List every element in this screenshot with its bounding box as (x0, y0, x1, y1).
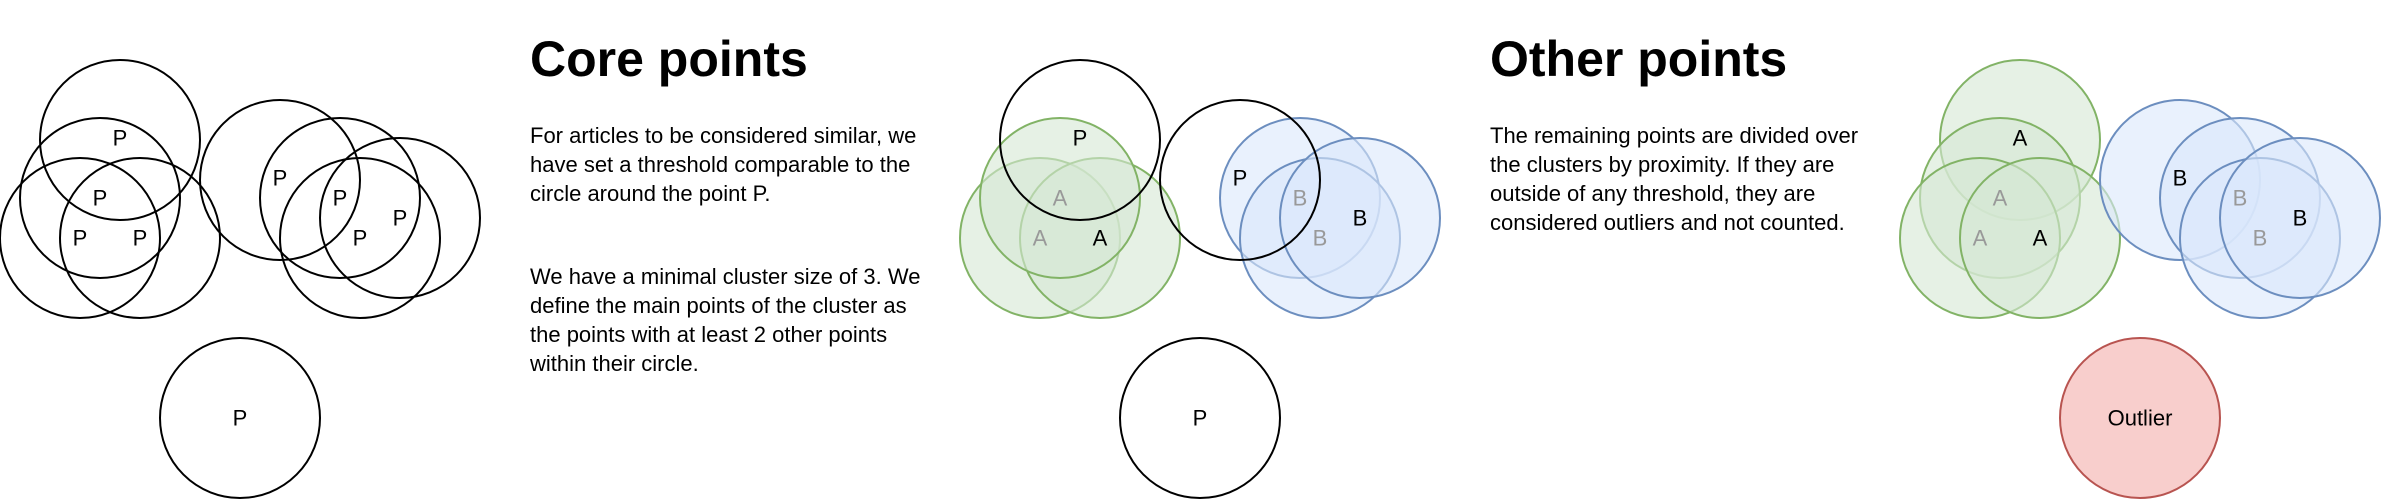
point-label-p: P (393, 206, 408, 231)
cluster-a-circle (1959, 157, 2121, 319)
point-label-p: P (93, 186, 108, 211)
cluster-b-circle (2219, 137, 2381, 299)
point-label-a: A (1053, 186, 1068, 211)
point-label-a: A (1993, 186, 2008, 211)
threshold-circle (199, 99, 361, 261)
threshold-circle (279, 157, 441, 319)
point-label-b: B (1293, 186, 1308, 211)
other-points-title: Other points (1490, 31, 1788, 87)
point-label-p: P (113, 126, 128, 151)
panel-core-points (959, 59, 1441, 499)
panel-final-clusters (1899, 59, 2381, 499)
point-label-a: A (2033, 226, 2048, 251)
cluster-a-core-circle (979, 117, 1141, 279)
non-core-circle (999, 59, 1161, 221)
point-label-b: B (2233, 186, 2248, 211)
point-label-p: P (133, 226, 148, 251)
point-label-b: B (2173, 166, 2188, 191)
outlier-circle (2059, 337, 2221, 499)
point-label-b: B (2253, 226, 2268, 251)
point-label-b: B (2293, 206, 2308, 231)
point-label-p: P (233, 406, 248, 431)
core-points-paragraph-1: For articles to be considered similar, w… (530, 123, 917, 206)
threshold-circle (259, 117, 421, 279)
point-label-b: B (1313, 226, 1328, 251)
panel-core-labels: P A A A P B B B P (1033, 126, 1368, 431)
panel-final-labels: A A A A B B B B Outlier (1973, 126, 2308, 431)
point-label-a: A (1973, 226, 1988, 251)
point-label-p: P (333, 186, 348, 211)
core-points-paragraph-2: We have a minimal cluster size of 3. We … (530, 264, 921, 376)
panel-raw-points (0, 59, 481, 499)
point-label-b: B (1353, 206, 1368, 231)
point-label-p: P (353, 226, 368, 251)
outlier-label: Outlier (2108, 406, 2173, 431)
point-label-p: P (1073, 126, 1088, 151)
threshold-circle (39, 59, 201, 221)
point-label-p: P (73, 226, 88, 251)
threshold-circle (19, 117, 181, 279)
panel-raw-labels: P P P P P P P P P (73, 126, 408, 431)
threshold-circle (0, 157, 161, 319)
point-label-p: P (273, 166, 288, 191)
threshold-circle (319, 137, 481, 299)
point-label-p: P (1193, 406, 1208, 431)
threshold-circle (59, 157, 221, 319)
point-label-a: A (2013, 126, 2028, 151)
point-label-p: P (1233, 166, 1248, 191)
threshold-circle (159, 337, 321, 499)
core-points-title: Core points (530, 31, 808, 87)
non-core-circle (1119, 337, 1281, 499)
non-core-circle (1159, 99, 1321, 261)
point-label-a: A (1033, 226, 1048, 251)
other-points-paragraph-1: The remaining points are divided over th… (1490, 123, 1859, 235)
point-label-a: A (1093, 226, 1108, 251)
